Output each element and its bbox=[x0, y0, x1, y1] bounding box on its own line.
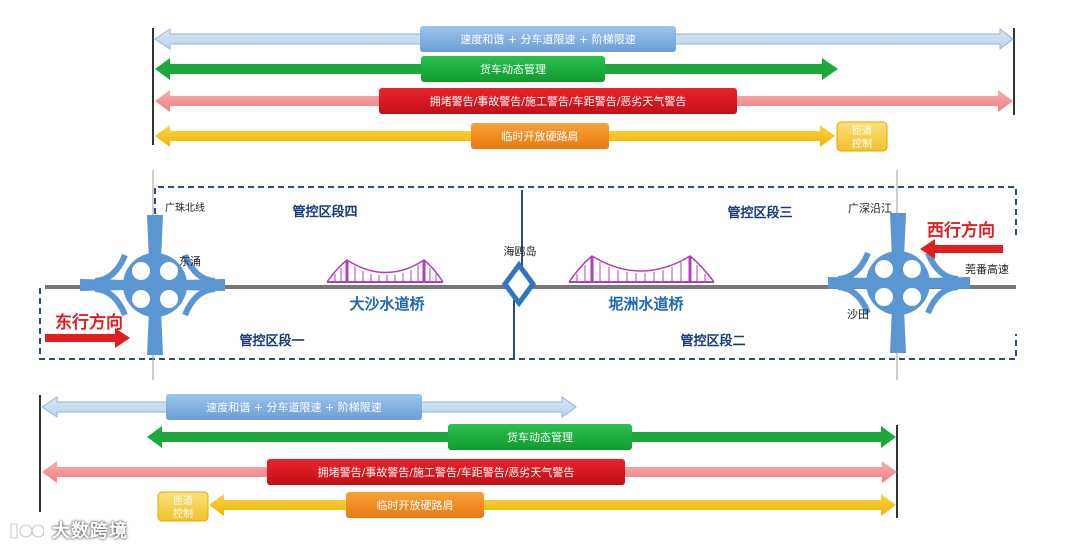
right-bridge-icon bbox=[568, 255, 715, 283]
bottom-hard-shoulder-label-box bbox=[346, 492, 484, 518]
place-guangzhu-label: 广珠北线 bbox=[165, 201, 205, 214]
watermark-logo-icon bbox=[9, 522, 46, 540]
top-speed-harmony-label: 速度和谐 + 分车道限速 + 阶梯限速 bbox=[460, 32, 635, 46]
left-bridge-icon bbox=[326, 259, 444, 283]
section-2-label: 管控区段二 bbox=[680, 333, 745, 349]
bottom-speed-harmony-label-box bbox=[166, 394, 422, 420]
bottom-ramp-control-box bbox=[157, 491, 209, 522]
place-guangshen-label: 广深沿江 bbox=[848, 202, 892, 215]
watermark: 大数跨境 bbox=[8, 515, 148, 545]
eastbound-label: 东行方向 bbox=[55, 312, 123, 333]
upper-section-border bbox=[154, 186, 1017, 236]
bottom-warning-label: 拥堵警告/事故警告/施工警告/车距警告/恶劣天气警告 bbox=[318, 465, 575, 479]
top-ramp-control-box bbox=[836, 121, 888, 152]
bottom-truck-management-label: 货车动态管理 bbox=[507, 430, 573, 444]
bottom-warning-label-box bbox=[267, 459, 625, 485]
bottom-ramp-control-label-2: 控制 bbox=[173, 507, 193, 520]
section-1-label: 管控区段一 bbox=[239, 333, 304, 349]
bottom-hard-shoulder-arrow bbox=[209, 494, 896, 516]
top-truck-management-label: 货车动态管理 bbox=[480, 62, 546, 76]
watermark-text: 大数跨境 bbox=[52, 521, 128, 542]
left-interchange-icon bbox=[80, 215, 225, 355]
bottom-speed-harmony-label: 速度和谐 + 分车道限速 + 阶梯限速 bbox=[206, 400, 381, 414]
top-ramp-control-label-1: 匝道 bbox=[852, 124, 872, 137]
top-speed-harmony-label-box bbox=[420, 26, 676, 52]
top-hard-shoulder-label-box bbox=[471, 123, 609, 149]
place-guanfan-label: 莞番高速 bbox=[965, 262, 1009, 276]
island-label: 海鸥岛 bbox=[504, 244, 537, 258]
bridge-right-label: 坭洲水道桥 bbox=[608, 295, 684, 313]
westbound-label: 西行方向 bbox=[927, 220, 995, 241]
section-4-label: 管控区段四 bbox=[292, 204, 357, 220]
top-hard-shoulder-label: 临时开放硬路肩 bbox=[502, 129, 579, 143]
bottom-bar-group: 速度和谐 + 分车道限速 + 阶梯限速 货车动态管理 拥堵警告/事故警告/施工警… bbox=[39, 394, 898, 522]
top-truck-management-label-box bbox=[421, 56, 605, 82]
bottom-ramp-control-label-1: 匝道 bbox=[173, 494, 193, 507]
top-warning-label: 拥堵警告/事故警告/施工警告/车距警告/恶劣天气警告 bbox=[430, 94, 687, 108]
bridge-left-label: 大沙水道桥 bbox=[349, 295, 425, 313]
bottom-hard-shoulder-label: 临时开放硬路肩 bbox=[377, 498, 454, 512]
map-section: 管控区段四 管控区段三 管控区段一 管控区段二 大沙水道桥 坭洲水道桥 海鸥岛 … bbox=[39, 170, 1017, 380]
right-interchange-icon bbox=[828, 213, 970, 353]
lower-section-border bbox=[39, 288, 1017, 360]
place-dongyong-label: 东涌 bbox=[179, 255, 201, 268]
section-3-label: 管控区段三 bbox=[727, 205, 792, 221]
place-shatian-label: 沙田 bbox=[847, 308, 869, 321]
bottom-truck-management-label-box bbox=[448, 424, 632, 450]
top-warning-label-box bbox=[379, 88, 737, 114]
westbound-arrow-icon bbox=[920, 239, 1003, 259]
top-ramp-control-label-2: 控制 bbox=[852, 137, 872, 150]
eastbound-arrow-icon bbox=[45, 328, 130, 348]
island-diamond-icon bbox=[501, 260, 537, 308]
top-bar-group: 速度和谐 + 分车道限速 + 阶梯限速 货车动态管理 拥堵警告/事故警告/施工警… bbox=[152, 26, 1015, 152]
